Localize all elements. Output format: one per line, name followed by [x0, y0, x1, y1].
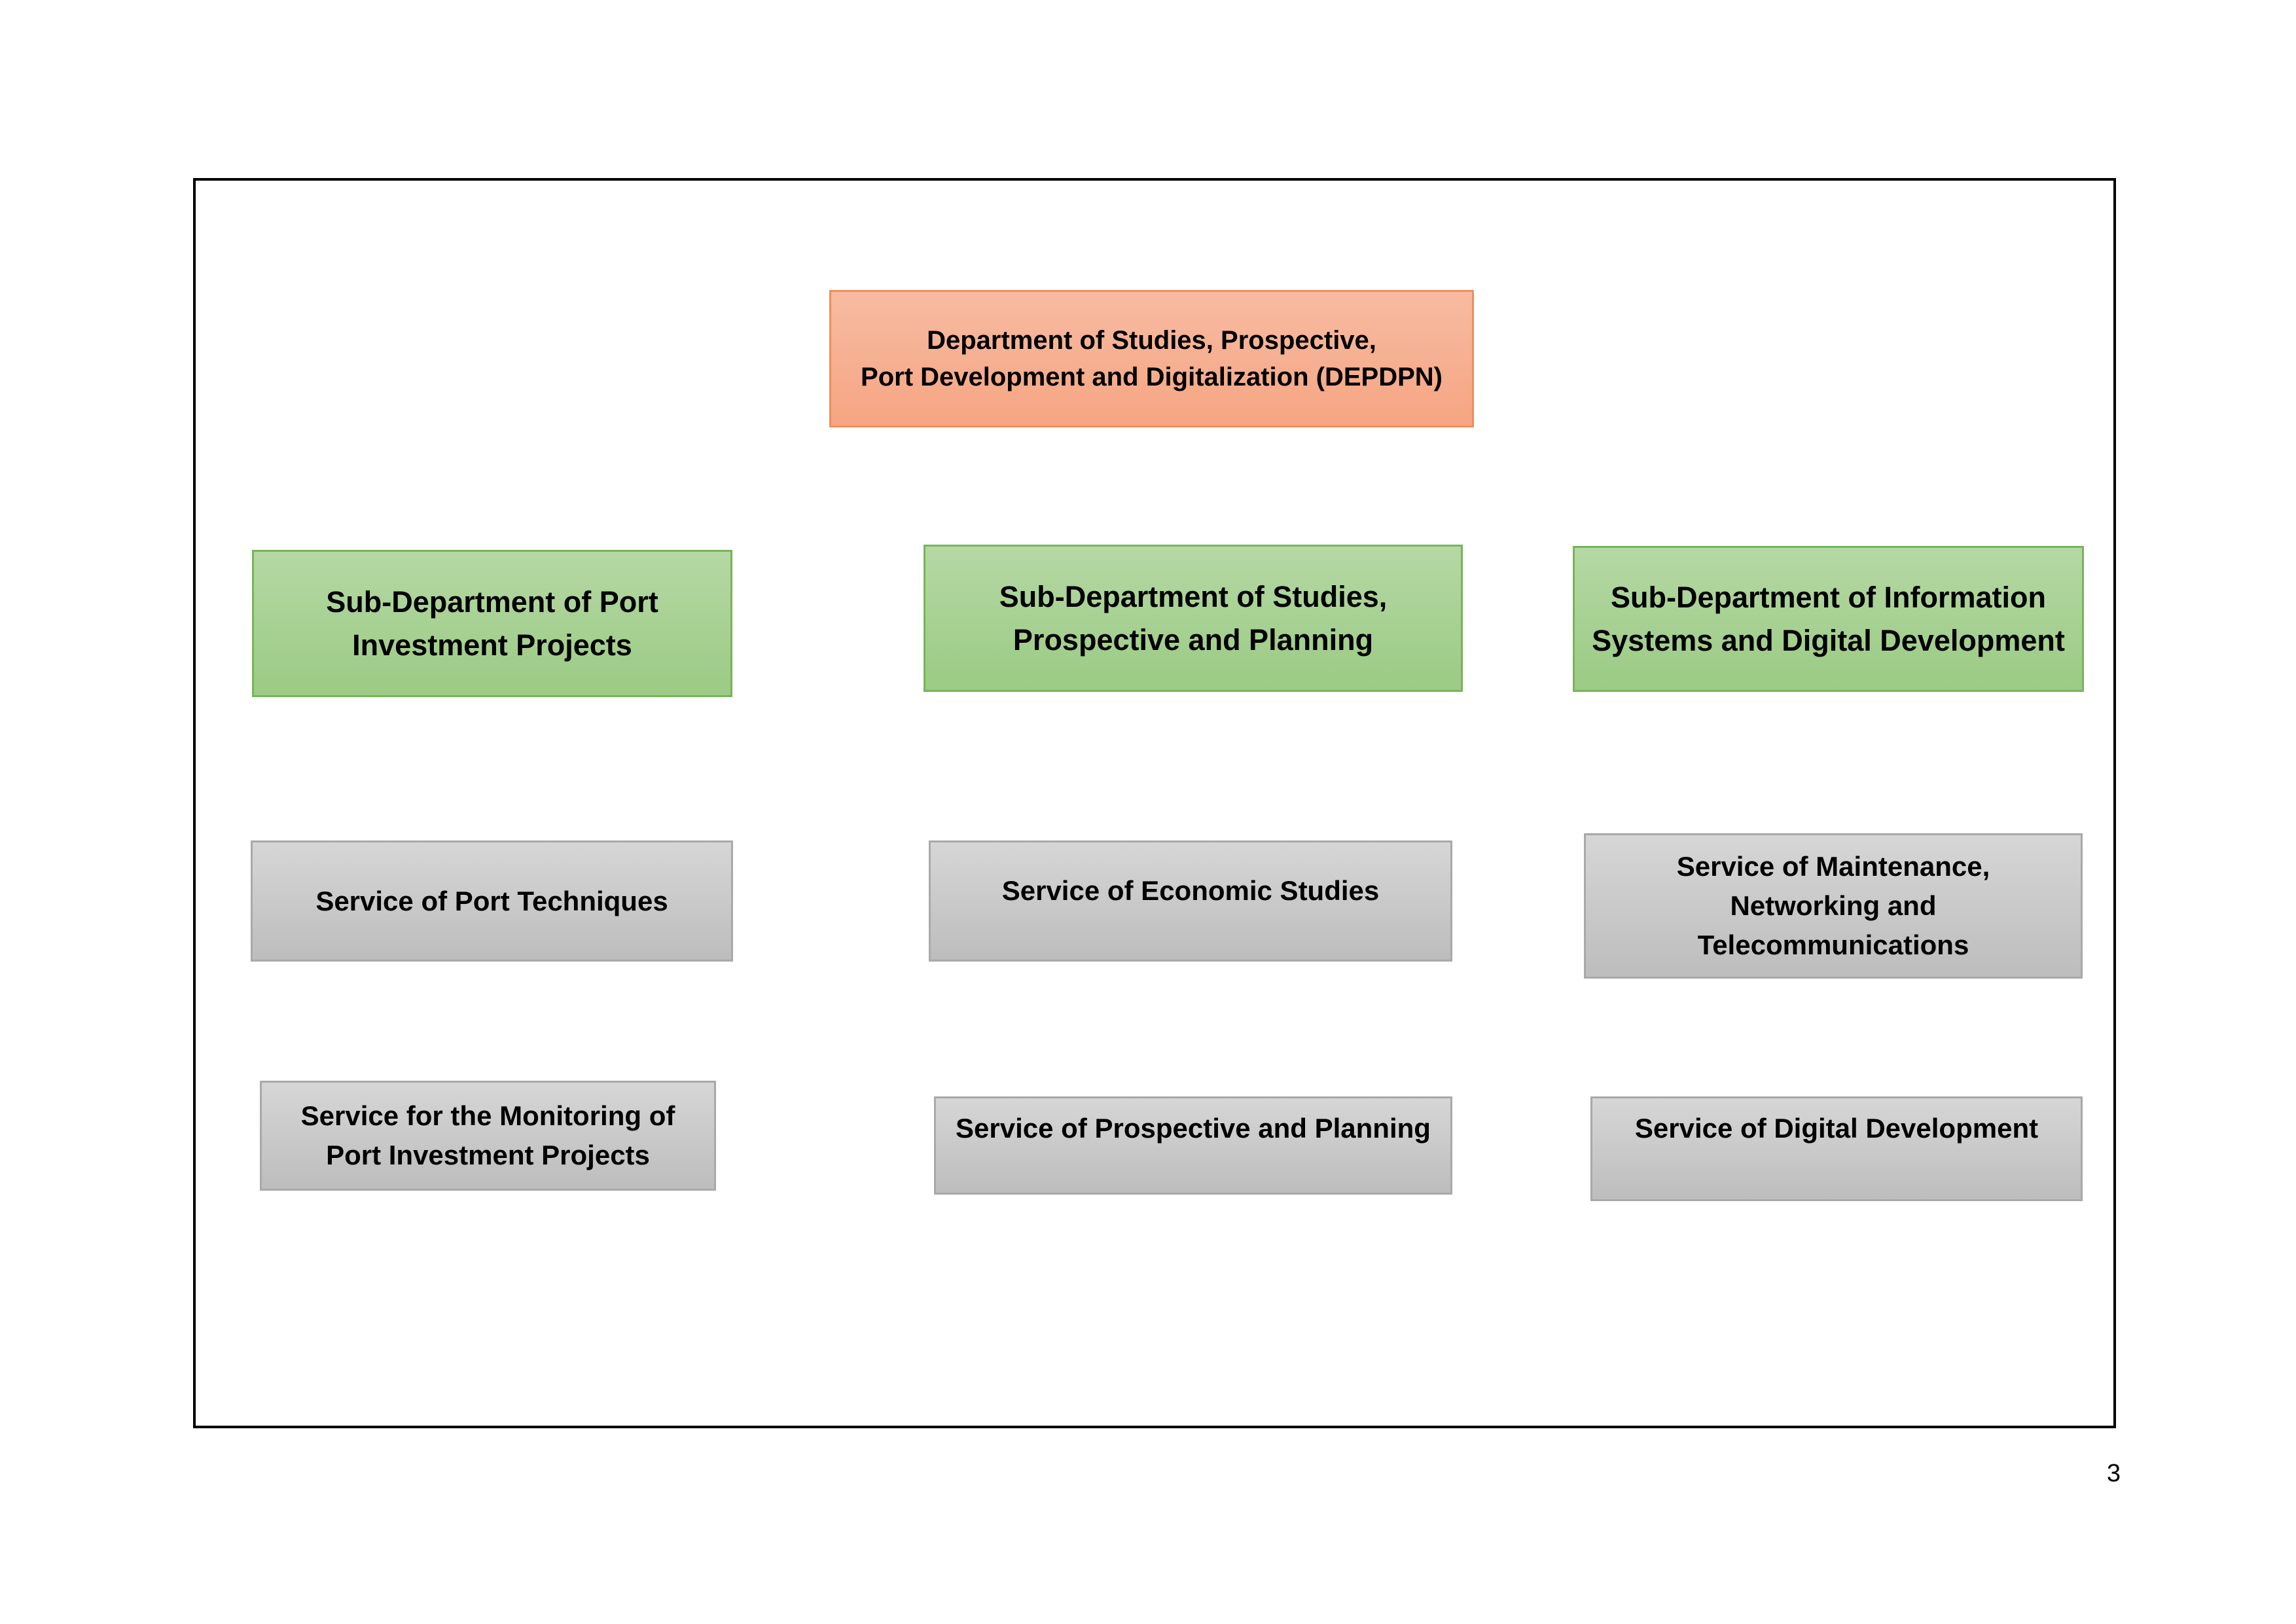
service-digital-development-box: Service of Digital Development: [1590, 1096, 2083, 1201]
service-label: Service for the Monitoring of Port Inves…: [300, 1100, 675, 1170]
service-maintenance-networking-box: Service of Maintenance, Networking and T…: [1584, 833, 2083, 979]
org-chart-frame: [193, 178, 2116, 1428]
service-label: Service of Economic Studies: [1001, 875, 1380, 906]
sub-department-label: Sub-Department of Port Investment Projec…: [326, 585, 658, 662]
service-label: Service of Prospective and Planning: [956, 1113, 1431, 1144]
department-label: Department of Studies, Prospective, Port…: [861, 326, 1443, 391]
service-monitoring-port-investment-box: Service for the Monitoring of Port Inves…: [260, 1081, 716, 1191]
sub-department-label: Sub-Department of Information Systems an…: [1592, 580, 2065, 657]
service-label: Service of Maintenance, Networking and T…: [1676, 851, 1990, 960]
service-economic-studies-box: Service of Economic Studies: [929, 840, 1452, 962]
service-label: Service of Port Techniques: [315, 885, 668, 916]
sub-department-port-investment-box: Sub-Department of Port Investment Projec…: [252, 550, 732, 697]
service-label: Service of Digital Development: [1634, 1113, 2039, 1144]
department-box: Department of Studies, Prospective, Port…: [829, 290, 1474, 427]
service-prospective-planning-box: Service of Prospective and Planning: [934, 1096, 1452, 1195]
page-number: 3: [2106, 1460, 2121, 1487]
sub-department-information-systems-box: Sub-Department of Information Systems an…: [1573, 546, 2084, 692]
sub-department-studies-box: Sub-Department of Studies, Prospective a…: [924, 545, 1463, 692]
service-port-techniques-box: Service of Port Techniques: [251, 840, 733, 962]
sub-department-label: Sub-Department of Studies, Prospective a…: [999, 579, 1388, 657]
